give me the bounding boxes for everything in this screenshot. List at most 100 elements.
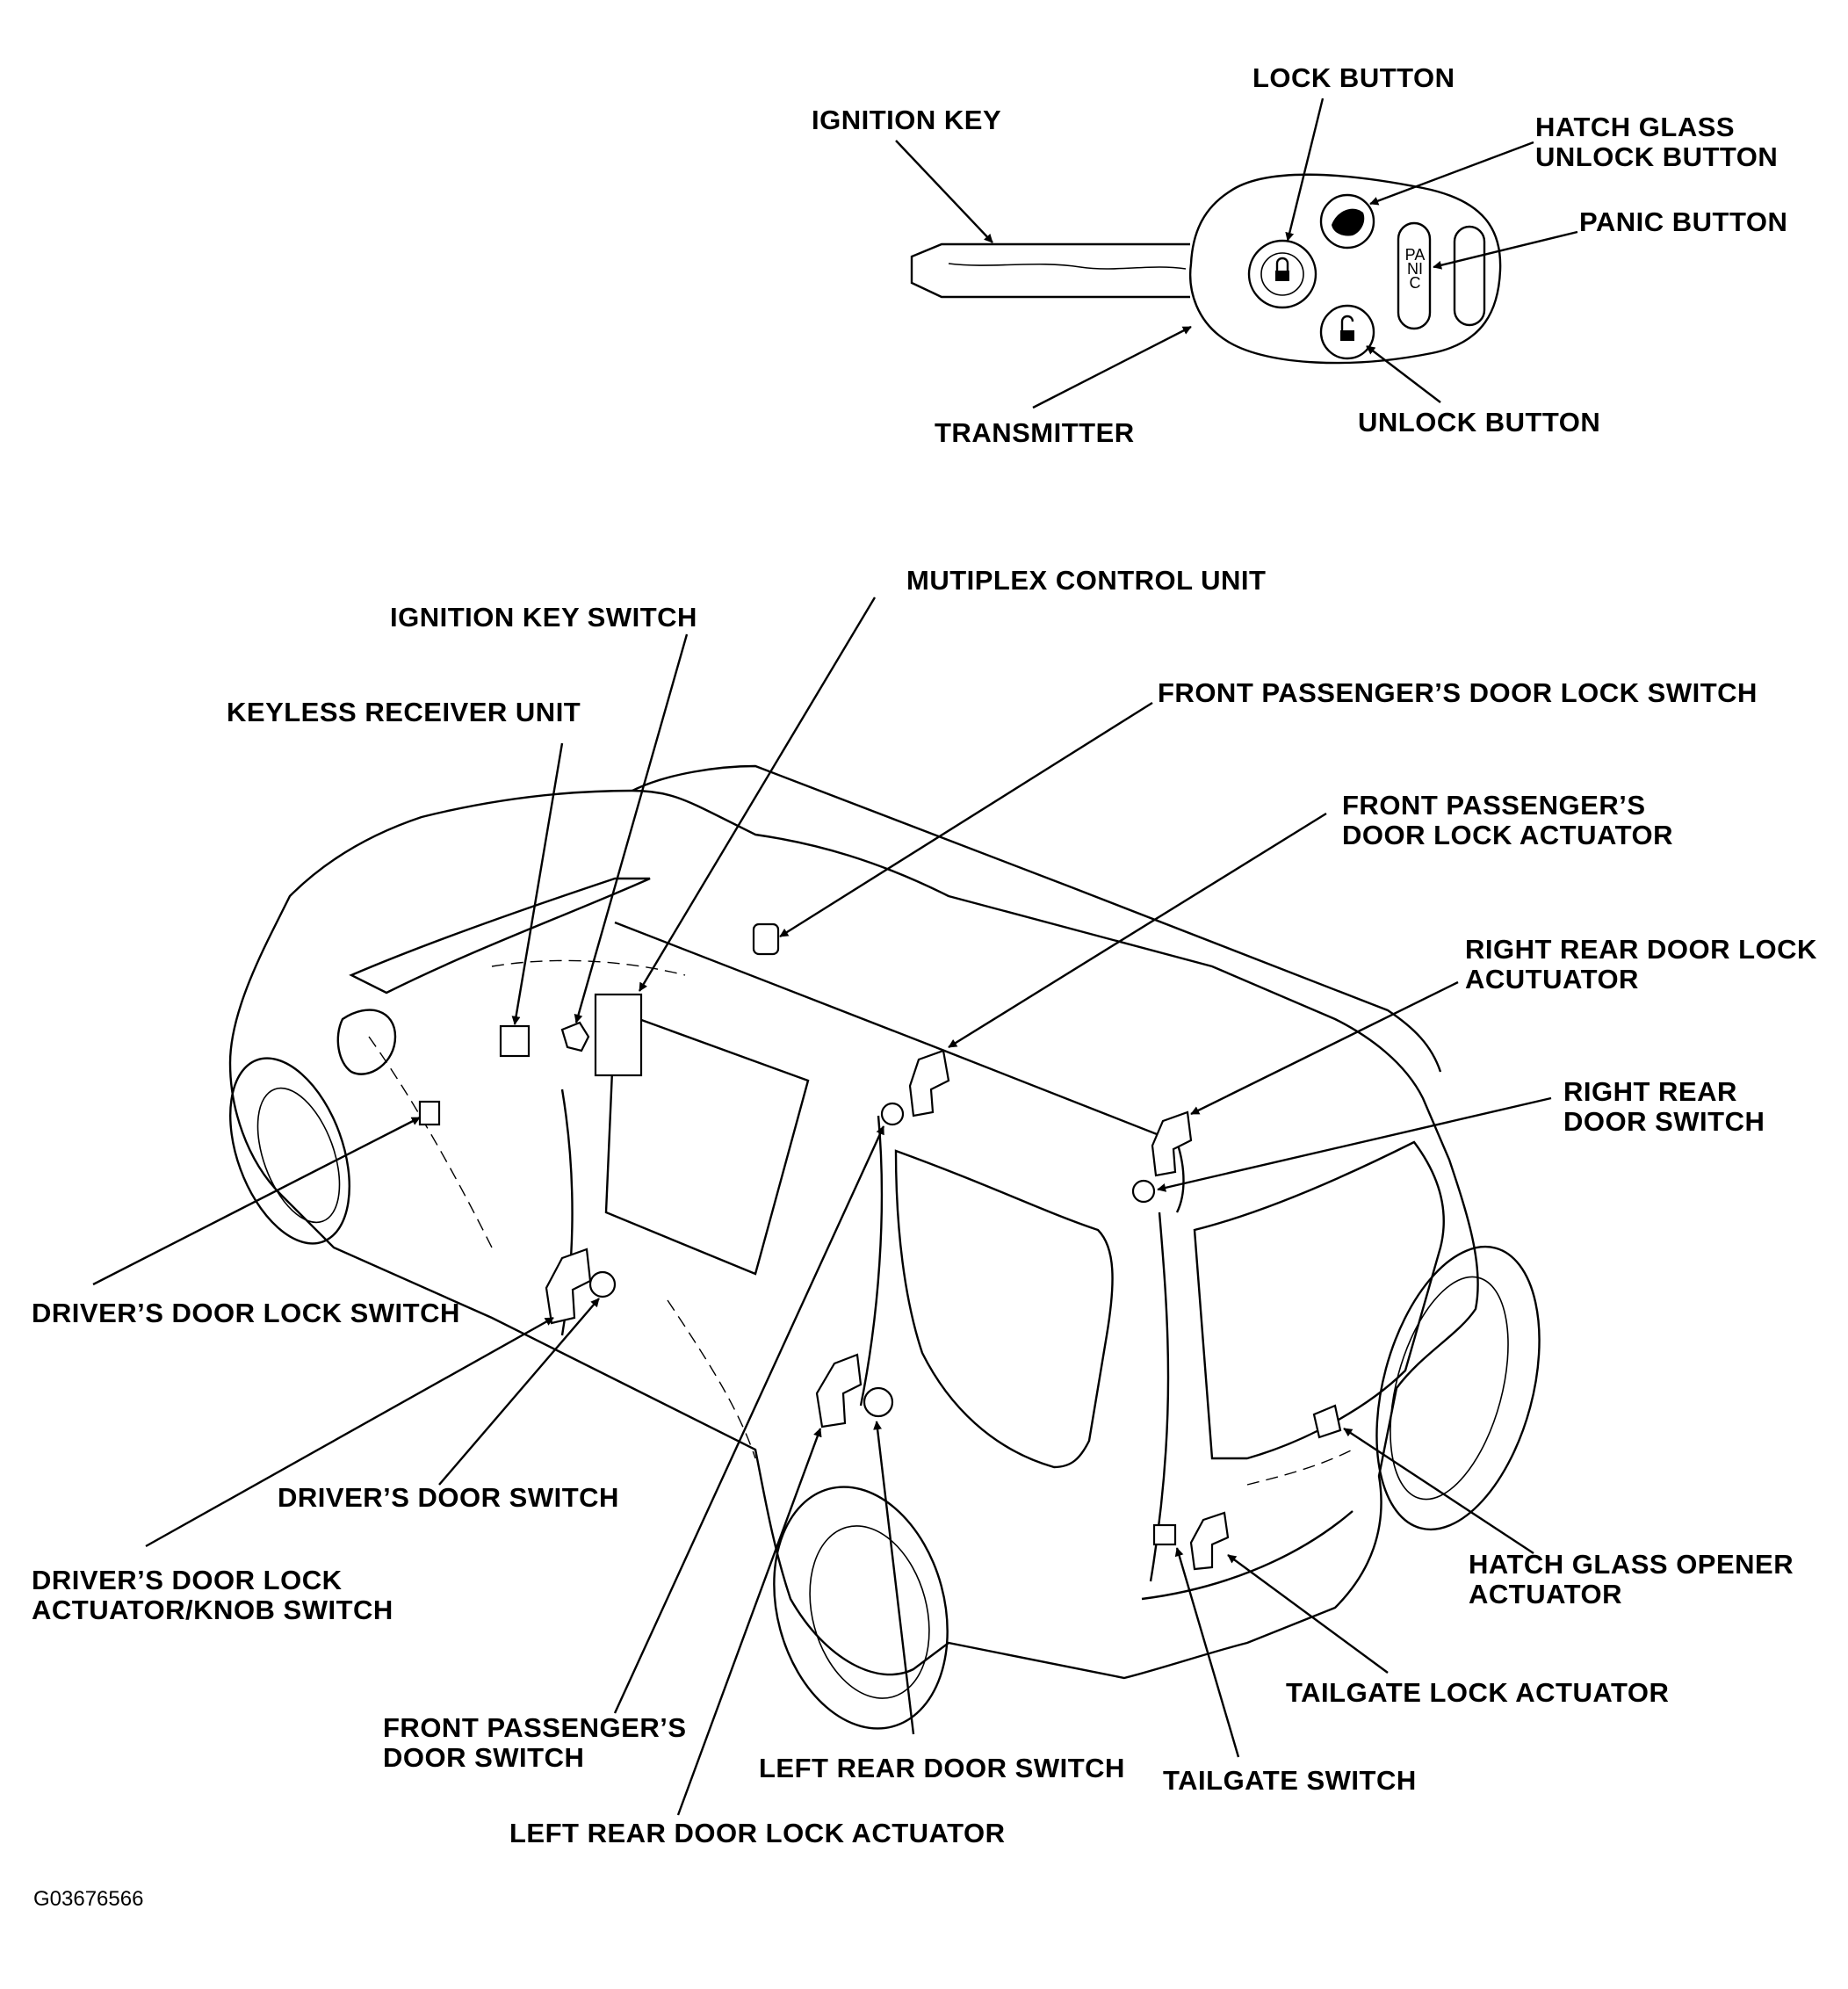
label-drivers-door-lock-actuator-knob-switch: DRIVER’S DOOR LOCK ACTUATOR/KNOB SWITCH [32,1566,393,1625]
label-unlock-button: UNLOCK BUTTON [1358,407,1601,438]
label-hgoa-line2: ACTUATOR [1469,1579,1623,1609]
drivers-door-switch-part [588,1270,617,1298]
label-hatch-glass-unlock-line1: HATCH GLASS [1535,112,1736,142]
c-pillar [859,1115,884,1407]
leader-hatch-glass-opener [1343,1427,1534,1555]
front-passenger-window [604,1009,810,1276]
drivers-door-lock-switch-part [418,1100,441,1126]
label-ddla-line1: DRIVER’S DOOR LOCK [32,1565,343,1595]
label-rrdla-line1: RIGHT REAR DOOR LOCK [1465,934,1817,965]
leader-hatch-glass-unlock [1369,141,1534,206]
label-rrds-line2: DOOR SWITCH [1563,1106,1765,1137]
panic-button-text: PANIC [1404,246,1426,292]
leader-drivers-actuator [145,1316,554,1548]
label-lock-button: LOCK BUTTON [1252,62,1455,93]
leader-left-rear-door-switch [873,1421,915,1735]
leader-left-rear-actuator [676,1428,822,1816]
leader-ignition-key-switch [574,633,689,1023]
transmitter-side-grip [1453,225,1486,327]
label-tailgate-lock-actuator: TAILGATE LOCK ACTUATOR [1286,1677,1670,1708]
panic-button [1397,221,1432,330]
ignition-key-switch-part [560,1021,590,1052]
lock-button-inner [1260,252,1304,296]
label-front-passenger-door-lock-actuator: FRONT PASSENGER’S DOOR LOCK ACTUATOR [1342,791,1673,850]
label-ddla-line2: ACTUATOR/KNOB SWITCH [32,1595,393,1625]
hatch-glass-unlock-button [1319,193,1375,250]
label-ignition-key: IGNITION KEY [812,105,1002,135]
label-rrdla-line2: ACUTUATOR [1465,964,1639,994]
side-mirror [336,1009,397,1075]
right-rear-door-switch-part [1131,1179,1156,1204]
hatch-glass-opener-actuator-part [1312,1404,1342,1439]
d-pillar [1149,1211,1170,1582]
label-fpds-line2: DOOR SWITCH [383,1742,585,1773]
rear-wheel-rim [809,1525,930,1699]
leader-drivers-door-switch [438,1298,600,1486]
vehicle-body-outline [228,789,1479,1680]
leader-multiplex-unit [638,597,877,992]
label-front-passenger-door-lock-switch: FRONT PASSENGER’S DOOR LOCK SWITCH [1158,677,1758,708]
lock-button [1247,239,1317,309]
front-passenger-door-switch-part [880,1102,905,1126]
leader-tailgate-lock-actuator [1227,1554,1389,1674]
multiplex-control-unit-part [594,993,643,1077]
drivers-door-lock-actuator-part [545,1248,592,1325]
front-wheel-rim [256,1087,341,1224]
rear-hatch-glass [1193,1140,1445,1460]
label-hgoa-line1: HATCH GLASS OPENER [1469,1549,1794,1580]
front-passenger-door-lock-switch-part [752,922,780,956]
leader-tailgate-switch [1174,1547,1240,1758]
tailgate-switch-part [1152,1523,1177,1546]
left-rear-door-switch-part [863,1386,894,1418]
label-front-passenger-door-switch: FRONT PASSENGER’S DOOR SWITCH [383,1713,687,1773]
label-right-rear-door-switch: RIGHT REAR DOOR SWITCH [1563,1077,1765,1137]
leader-transmitter [1032,325,1192,409]
label-left-rear-door-switch: LEFT REAR DOOR SWITCH [759,1753,1125,1783]
leader-panic-button [1433,230,1578,270]
label-fpdla-line2: DOOR LOCK ACTUATOR [1342,820,1673,850]
vehicle-roof-rail [349,877,651,994]
leader-ignition-key [895,140,993,243]
lock-button-padlock-icon [1275,271,1289,281]
unlock-button [1319,304,1375,360]
label-hatch-glass-unlock-button: HATCH GLASS UNLOCK BUTTON [1535,112,1778,172]
lock-button-padlock-shackle [1275,257,1289,271]
leader-front-pass-lock-switch [779,701,1153,938]
label-ignition-key-switch: IGNITION KEY SWITCH [390,602,697,633]
components [418,922,1342,1571]
label-fpdla-line1: FRONT PASSENGER’S [1342,790,1646,821]
leader-lines [92,98,1578,1816]
driver-door-seam [368,1036,493,1248]
label-panic-button: PANIC BUTTON [1579,206,1788,237]
label-transmitter: TRANSMITTER [935,417,1135,448]
label-fpds-line1: FRONT PASSENGER’S [383,1712,687,1743]
label-drivers-door-lock-switch: DRIVER’S DOOR LOCK SWITCH [32,1298,460,1328]
hatch-glass-icon [1332,208,1365,236]
front-passenger-door-lock-actuator-part [908,1049,950,1117]
vehicle-roof-line [632,764,1442,1073]
key-transmitter-drawing [910,173,1502,365]
label-keyless-receiver-unit: KEYLESS RECEIVER UNIT [227,697,581,727]
leader-front-pass-door-switch [613,1125,885,1714]
tailgate-handle-line [1246,1449,1354,1486]
spare-tire-inner [1390,1276,1509,1501]
tailgate-lock-actuator-part [1189,1511,1230,1571]
vehicle-beltline [614,921,1185,1213]
rear-side-window [894,1149,1114,1469]
leader-unlock-button [1366,345,1441,403]
rear-door-seam [667,1299,756,1459]
left-rear-door-lock-actuator-part [815,1353,863,1428]
transmitter-body [1189,173,1502,365]
key-blade-groove [948,263,1187,270]
leader-front-pass-actuator [948,812,1327,1049]
unlock-button-padlock-shackle [1340,315,1354,330]
dash-panel-line [491,959,686,976]
rear-wheel [773,1486,949,1730]
figure-code: G03676566 [33,1887,144,1911]
unlock-button-padlock-icon [1340,330,1354,341]
label-tailgate-switch: TAILGATE SWITCH [1163,1765,1417,1796]
key-blade [910,242,1190,299]
leader-keyless-receiver [511,742,564,1025]
